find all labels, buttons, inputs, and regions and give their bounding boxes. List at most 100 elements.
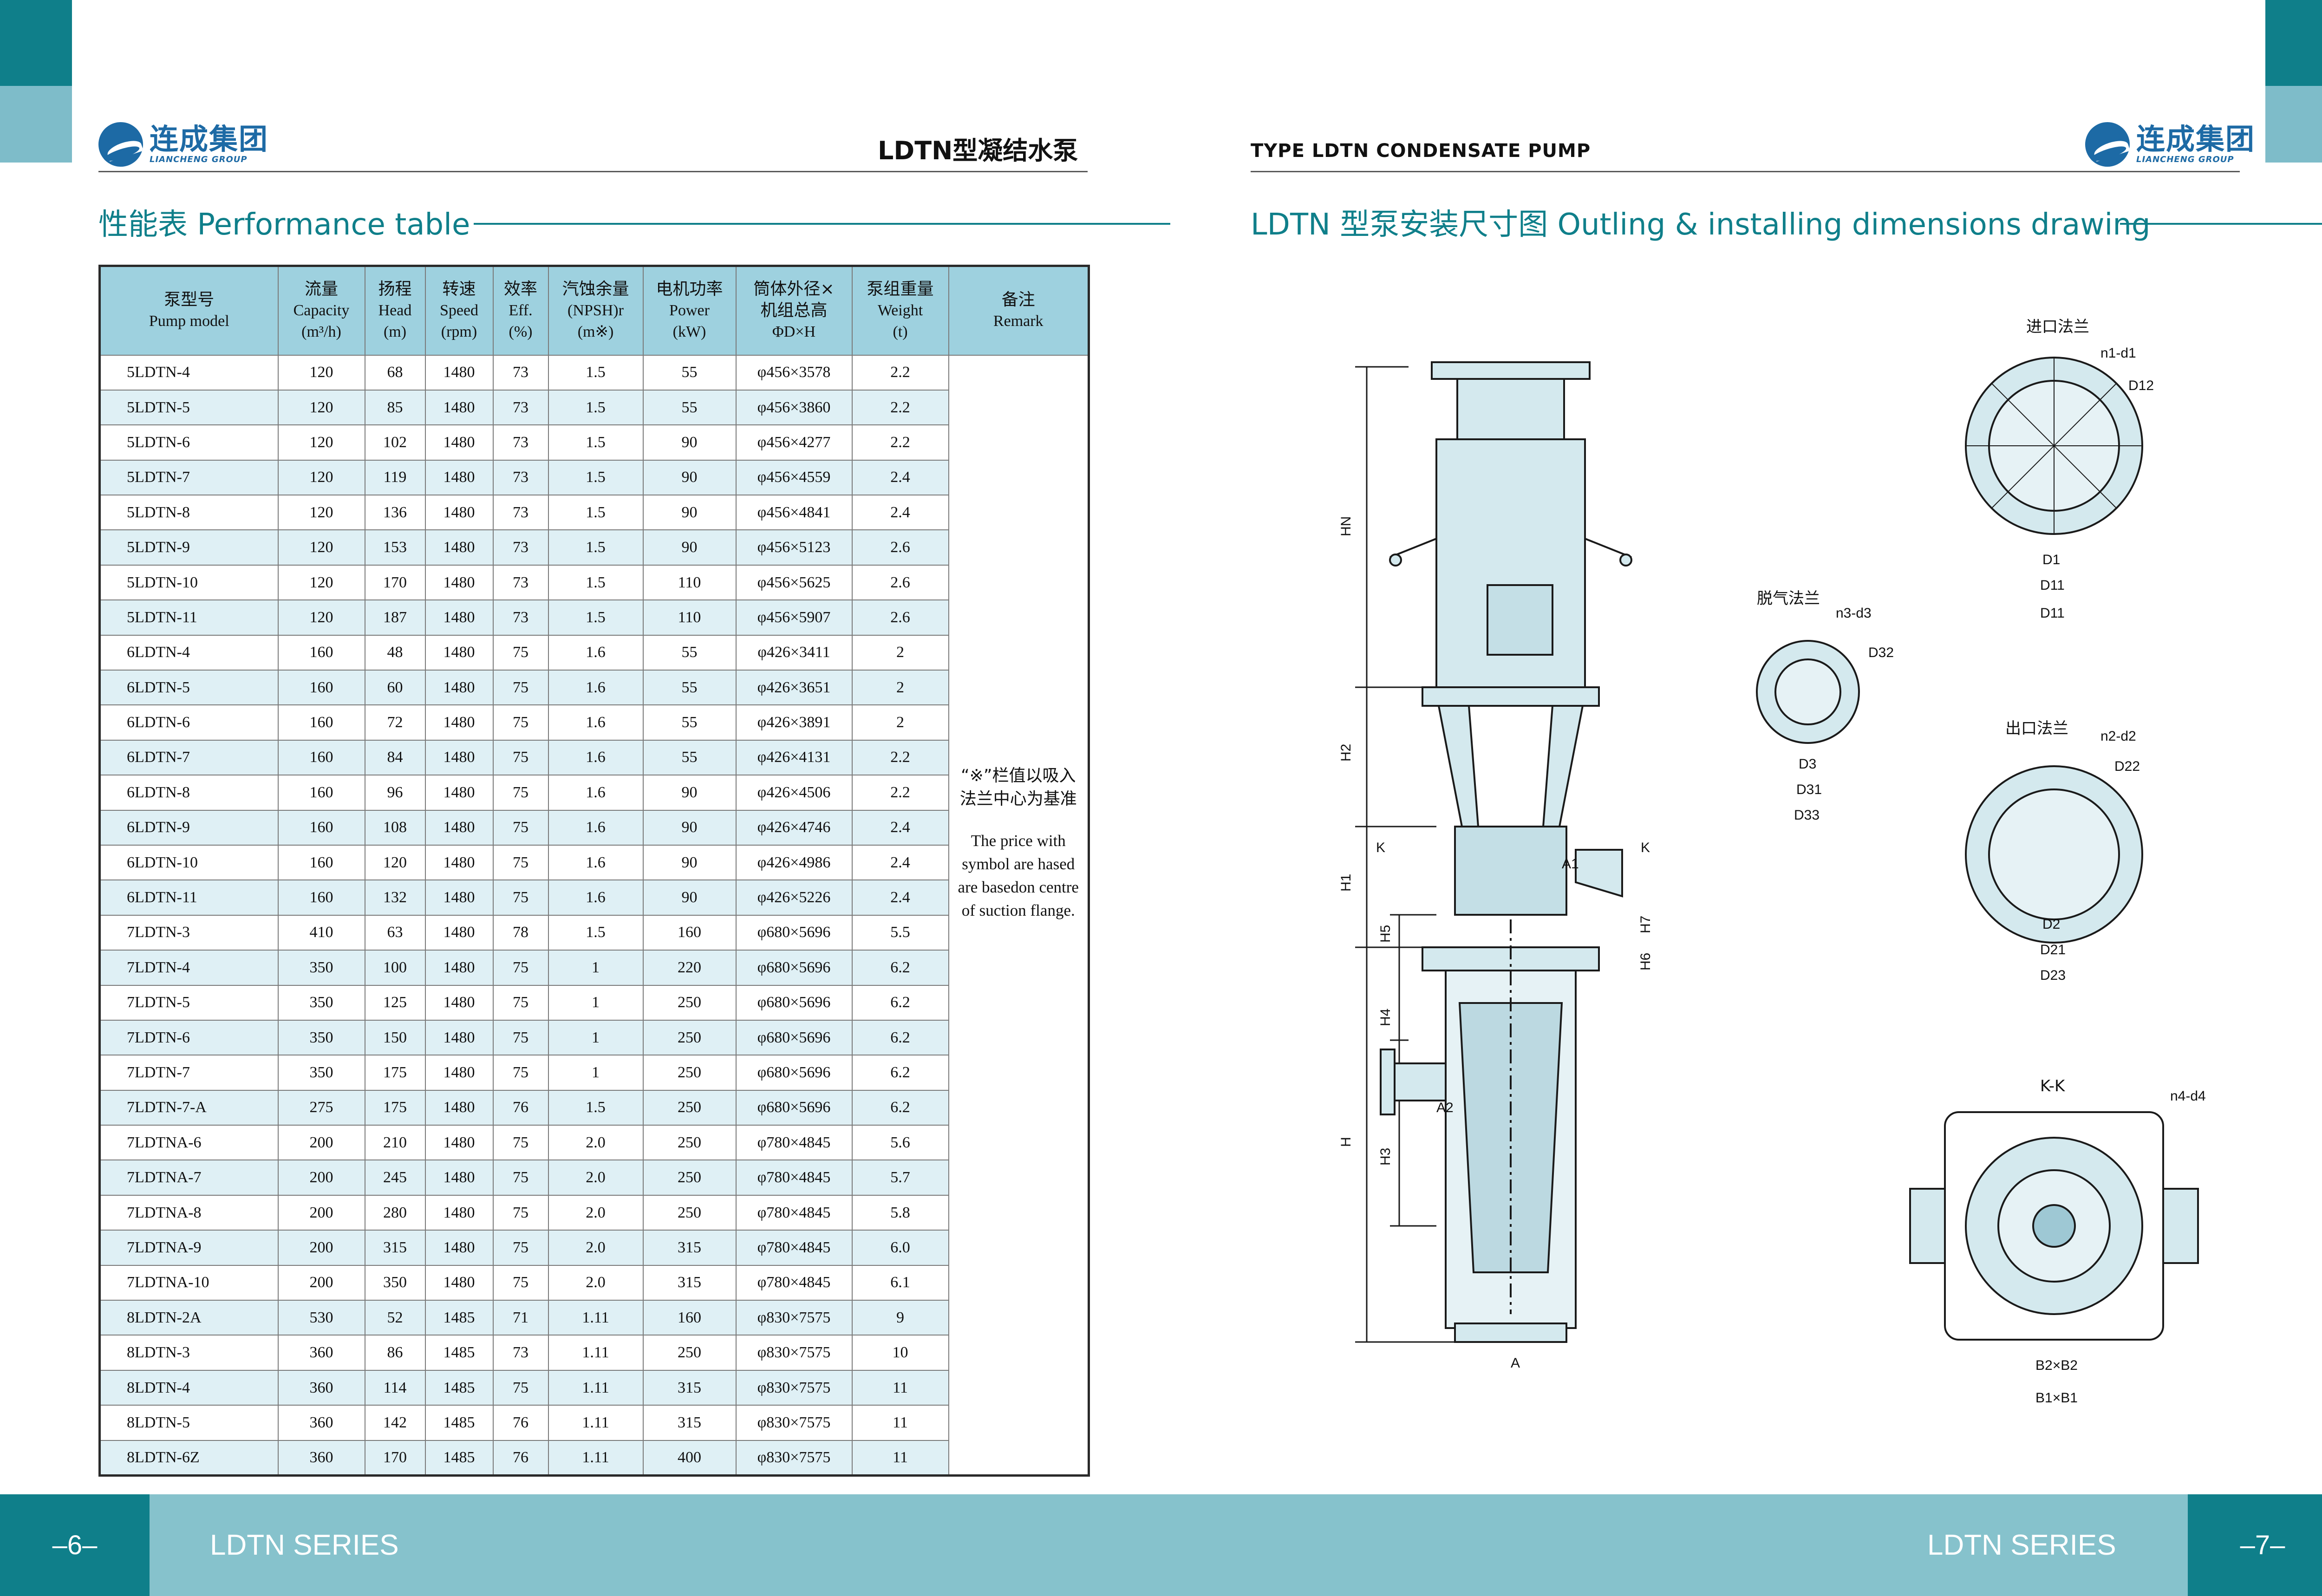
table-cell: 6.2 (851, 950, 949, 986)
brand-name-cn: 连成集团 (2136, 122, 2256, 156)
table-cell: 1480 (424, 389, 494, 426)
brand-logo-right: 连成集团 LIANCHENG GROUP (2085, 119, 2255, 170)
left-header-rule (98, 171, 1088, 172)
label-D32: D32 (1868, 645, 1894, 660)
table-cell: 315 (364, 1230, 426, 1266)
cell-model: 6LDTN-8 (99, 775, 279, 811)
table-cell: 73 (492, 354, 549, 391)
table-cell: 2.0 (548, 1125, 644, 1161)
table-cell: 120 (277, 599, 365, 636)
table-cell: 75 (492, 809, 549, 846)
table-cell: 200 (277, 1264, 365, 1301)
brand-logo-icon (98, 122, 143, 167)
table-cell: 250 (642, 1055, 737, 1091)
table-cell: 1.5 (548, 564, 644, 601)
label-H3: H3 (1378, 1148, 1393, 1166)
table-cell: φ680×5696 (735, 1019, 853, 1056)
series-label-right: LDTN SERIES (1927, 1529, 2116, 1561)
cell-model: 7LDTN-5 (99, 984, 279, 1021)
table-cell: 100 (364, 950, 426, 986)
table-cell: φ830×7575 (735, 1369, 853, 1406)
table-cell: 90 (642, 879, 737, 916)
table-cell: 530 (277, 1300, 365, 1336)
table-cell: 2.0 (548, 1264, 644, 1301)
table-cell: 55 (642, 704, 737, 741)
table-cell: φ426×4986 (735, 844, 853, 881)
table-cell: φ456×5625 (735, 564, 853, 601)
table-cell: 2.2 (851, 354, 949, 391)
cell-model: 6LDTN-7 (99, 739, 279, 776)
table-cell: 1480 (424, 634, 494, 671)
table-cell: 1480 (424, 599, 494, 636)
label-H4: H4 (1378, 1009, 1393, 1026)
table-cell: 5.5 (851, 914, 949, 951)
table-cell: 1480 (424, 704, 494, 741)
table-cell: φ830×7575 (735, 1440, 853, 1476)
cell-model: 7LDTNA-6 (99, 1125, 279, 1161)
table-cell: 1.5 (548, 599, 644, 636)
table-cell: 75 (492, 1369, 549, 1406)
table-cell: 1480 (424, 739, 494, 776)
table-cell: 1.11 (548, 1405, 644, 1441)
table-cell: 160 (642, 914, 737, 951)
right-header-title: TYPE LDTN CONDENSATE PUMP (1251, 140, 1591, 162)
table-cell: 400 (642, 1440, 737, 1476)
cell-model: 7LDTNA-10 (99, 1264, 279, 1301)
cell-model: 8LDTN-3 (99, 1335, 279, 1371)
table-cell: 1.5 (548, 914, 644, 951)
table-cell: 75 (492, 704, 549, 741)
degas-flange-view (1756, 640, 1860, 744)
table-cell: φ456×3578 (735, 354, 853, 391)
table-cell: 120 (277, 389, 365, 426)
cell-model: 5LDTN-6 (99, 424, 279, 461)
table-cell: 350 (364, 1264, 426, 1301)
table-cell: 2.2 (851, 424, 949, 461)
left-header-title: LDTN型凝结水泵 (878, 136, 1078, 165)
label-D33: D33 (1794, 808, 1820, 823)
table-cell: 1480 (424, 354, 494, 391)
label-K-right: K (1641, 840, 1650, 855)
table-cell: 90 (642, 844, 737, 881)
table-cell: 75 (492, 1125, 549, 1161)
table-cell: 2.0 (548, 1194, 644, 1231)
table-cell: 68 (364, 354, 426, 391)
cell-model: 6LDTN-10 (99, 844, 279, 881)
table-cell: 76 (492, 1440, 549, 1476)
label-H7: H7 (1638, 916, 1653, 933)
brand-name-en: LIANCHENG GROUP (150, 155, 248, 164)
table-cell: 75 (492, 984, 549, 1021)
table-cell: φ680×5696 (735, 984, 853, 1021)
brand-name-en: LIANCHENG GROUP (2136, 155, 2234, 164)
table-cell: φ680×5696 (735, 950, 853, 986)
table-cell: 410 (277, 914, 365, 951)
table-cell: φ426×3651 (735, 670, 853, 706)
table-cell: 73 (492, 529, 549, 566)
table-cell: 63 (364, 914, 426, 951)
table-cell: 1485 (424, 1369, 494, 1406)
table-cell: 1.6 (548, 670, 644, 706)
table-cell: 90 (642, 459, 737, 496)
table-cell: 120 (277, 564, 365, 601)
cell-model: 5LDTN-7 (99, 459, 279, 496)
table-cell: 250 (642, 1089, 737, 1126)
label-D23: D23 (2040, 968, 2066, 983)
table-cell: 2.4 (851, 809, 949, 846)
table-cell: 170 (364, 564, 426, 601)
table-cell: 6.2 (851, 1055, 949, 1091)
table-cell: 90 (642, 809, 737, 846)
table-cell: 84 (364, 739, 426, 776)
cell-model: 8LDTN-2A (99, 1300, 279, 1336)
table-cell: 6.2 (851, 1019, 949, 1056)
